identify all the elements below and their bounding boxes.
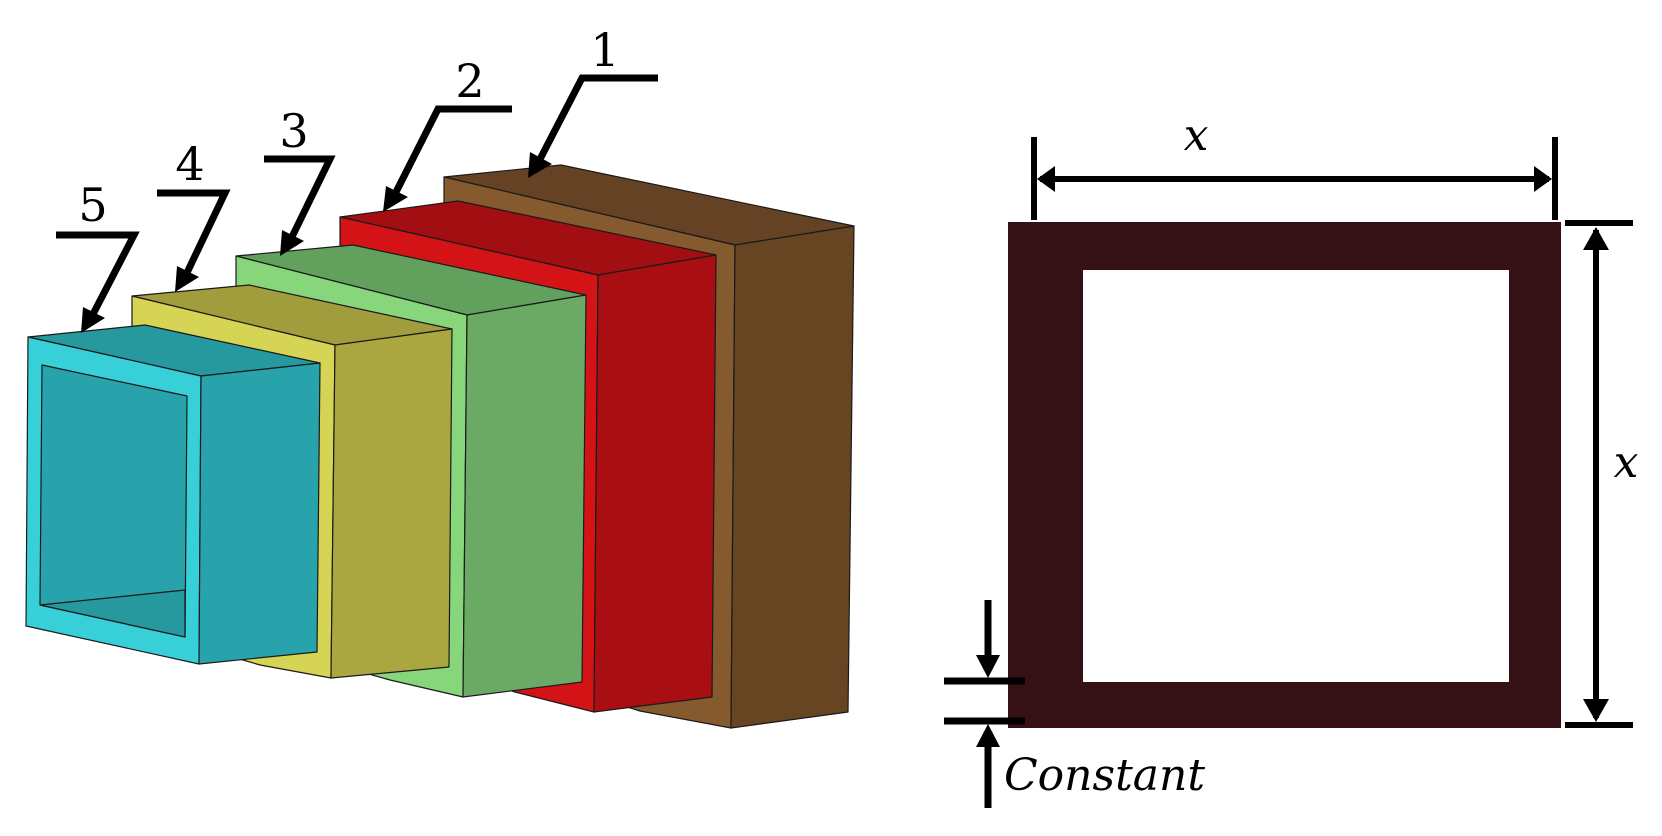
thickness-label: Constant <box>1004 750 1205 801</box>
tube-1-side <box>730 225 855 729</box>
arrowhead-icon <box>175 266 199 292</box>
cross-section <box>1008 222 1561 728</box>
leader-tube-4: 4 <box>157 137 231 292</box>
arrow-left-icon <box>1037 166 1055 192</box>
tube-labels: 1 2 3 4 5 <box>56 23 658 333</box>
width-label: x <box>1184 110 1209 161</box>
square-hollow-section <box>1008 222 1561 728</box>
leader-tube-3: 3 <box>264 104 336 256</box>
arrowhead-icon <box>383 186 408 212</box>
arrow-up-icon <box>1583 227 1609 250</box>
arrowhead-icon <box>81 307 105 333</box>
thickness-dimension: Constant <box>944 600 1205 808</box>
tube-5-opening-floor <box>39 589 186 638</box>
label-tube-3: 3 <box>279 104 308 158</box>
label-tube-1: 1 <box>590 23 619 77</box>
tube-assembly <box>25 164 855 729</box>
height-dimension: x <box>1565 220 1639 728</box>
arrow-down-icon <box>1583 699 1609 722</box>
tube-5-side <box>198 362 321 665</box>
label-tube-5: 5 <box>78 178 107 232</box>
width-dimension: x <box>1031 110 1558 220</box>
label-tube-4: 4 <box>175 137 204 191</box>
leader-tube-1: 1 <box>528 23 658 178</box>
arrowhead-icon <box>528 152 552 178</box>
arrow-down-icon <box>976 655 1000 678</box>
tube-3-side <box>462 294 587 698</box>
leader-tube-5: 5 <box>56 178 140 333</box>
tube-5 <box>25 324 321 665</box>
leader-tube-2: 2 <box>383 54 512 212</box>
tube-4-side <box>330 328 453 679</box>
arrowhead-icon <box>280 230 304 256</box>
height-label: x <box>1614 437 1639 488</box>
arrow-up-icon <box>976 724 1000 747</box>
tube-2-side <box>593 254 717 713</box>
label-tube-2: 2 <box>455 54 484 108</box>
arrow-right-icon <box>1534 166 1552 192</box>
